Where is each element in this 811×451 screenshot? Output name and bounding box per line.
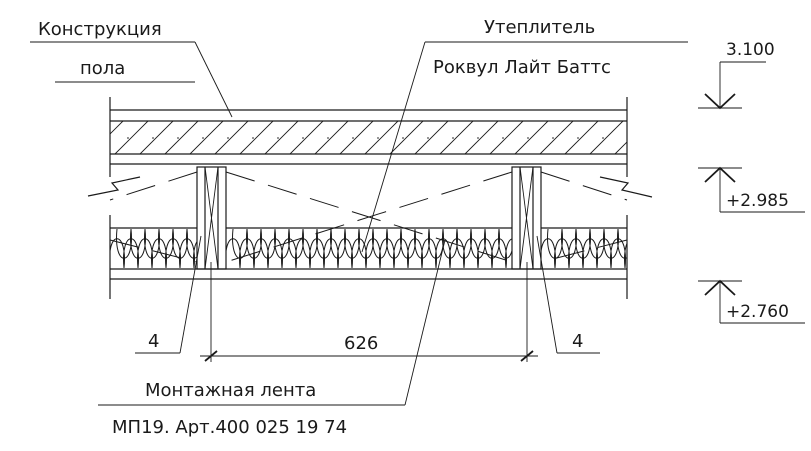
label-floor-construction: Конструкция пола bbox=[30, 19, 233, 118]
span-dim: 626 bbox=[344, 333, 378, 354]
insulation-label-2: Роквул Лайт Баттс bbox=[433, 57, 611, 78]
left-gap-dim: 4 bbox=[148, 331, 159, 352]
dimension-left-gap: 4 bbox=[135, 235, 202, 354]
level-value-bottom: +2.760 bbox=[726, 302, 789, 322]
joist-left bbox=[196, 166, 227, 270]
right-gap-dim: 4 bbox=[572, 331, 583, 352]
label-insulation: Утеплитель Роквул Лайт Баттс bbox=[361, 17, 688, 253]
insulation-label-1: Утеплитель bbox=[484, 17, 595, 38]
level-mark-middle: +2.985 bbox=[698, 166, 805, 213]
floor-construction-label-1: Конструкция bbox=[38, 19, 162, 40]
ceiling-construction bbox=[110, 268, 627, 280]
insulation bbox=[109, 222, 628, 299]
level-value-top: 3.100 bbox=[726, 40, 775, 60]
dimension-span: 626 bbox=[200, 262, 538, 362]
floor-construction bbox=[109, 97, 628, 170]
break-lines bbox=[87, 170, 653, 222]
level-value-middle: +2.985 bbox=[726, 191, 789, 211]
left-break-line bbox=[87, 176, 141, 197]
floor-construction-label-2: пола bbox=[80, 58, 125, 79]
level-arrow-up-icon bbox=[704, 166, 736, 183]
label-mounting-tape: Монтажная лента МП19. Арт.400 025 19 74 bbox=[98, 239, 446, 438]
tape-label-2: МП19. Арт.400 025 19 74 bbox=[112, 417, 347, 438]
right-break-line bbox=[599, 176, 653, 198]
level-arrow-up-icon bbox=[704, 279, 736, 296]
joist-right bbox=[511, 166, 542, 270]
level-arrow-down-icon bbox=[704, 93, 736, 110]
level-mark-bottom: +2.760 bbox=[698, 279, 805, 324]
slab-hatch bbox=[110, 121, 627, 154]
dimension-right-gap: 4 bbox=[536, 235, 600, 354]
level-mark-top: 3.100 bbox=[698, 40, 775, 110]
tape-label-1: Монтажная лента bbox=[145, 380, 316, 401]
